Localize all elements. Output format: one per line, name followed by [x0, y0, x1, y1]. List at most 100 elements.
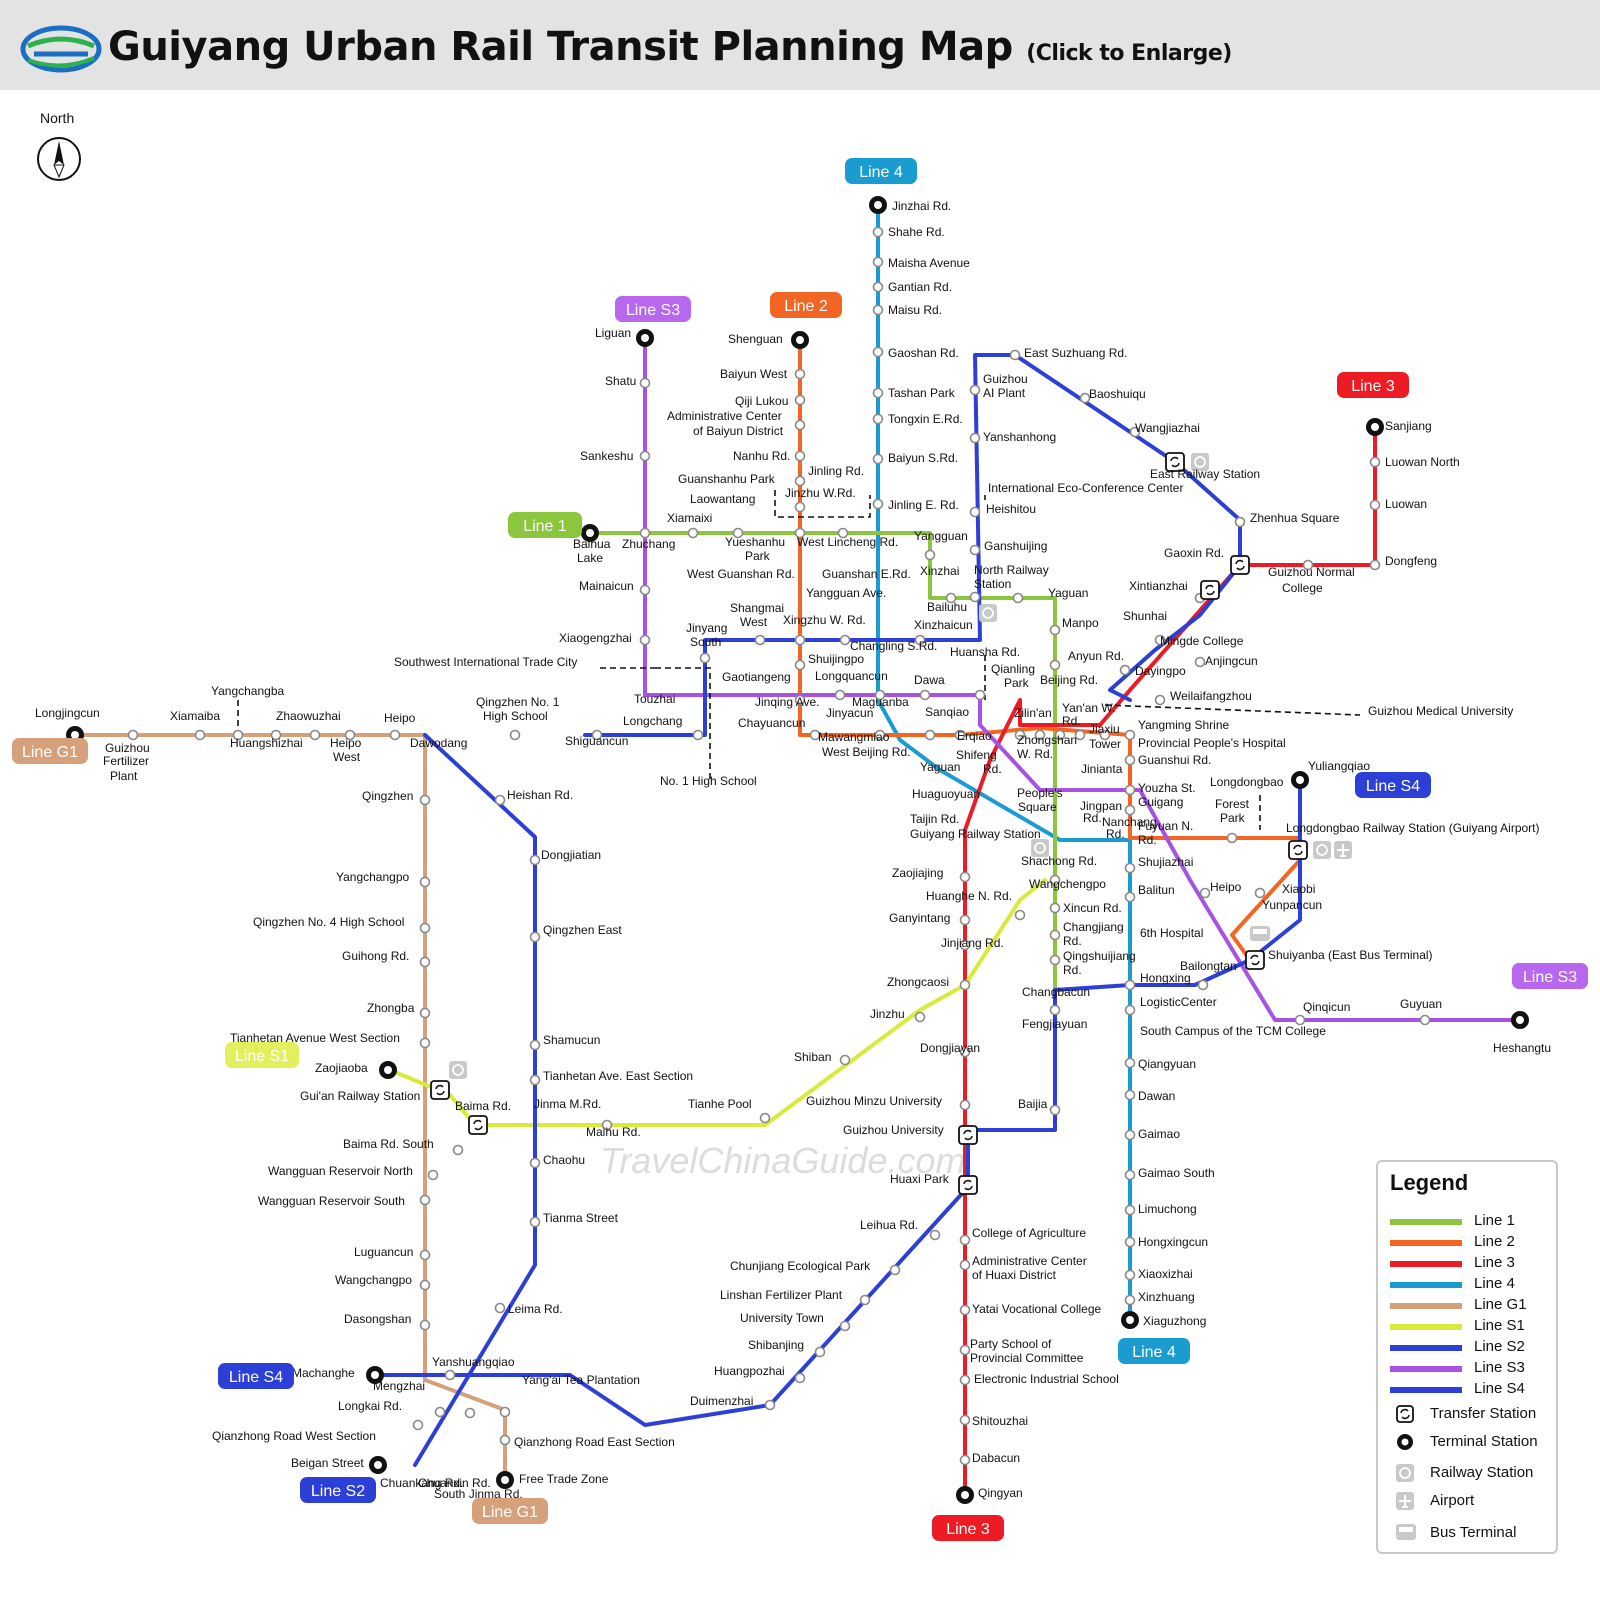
station-dot[interactable] — [814, 1346, 826, 1358]
station-label[interactable]: Gaotiangeng — [722, 670, 791, 684]
station-label[interactable]: Jingpan — [1080, 799, 1122, 813]
station-dot[interactable] — [794, 659, 806, 671]
station-dot[interactable] — [452, 1144, 464, 1156]
station-dot[interactable] — [872, 387, 884, 399]
station-dot[interactable] — [872, 346, 884, 358]
station-label[interactable]: Youzha St. — [1138, 781, 1196, 795]
station-dot[interactable] — [1124, 1236, 1136, 1248]
station-label[interactable]: Baima Rd. — [455, 1099, 511, 1113]
station-label[interactable]: Rd. — [1063, 963, 1082, 977]
station-dot[interactable] — [839, 1320, 851, 1332]
station-label[interactable]: Chaohu — [543, 1153, 585, 1167]
station-label[interactable]: Mainaicun — [579, 579, 634, 593]
station-label[interactable]: Huaxi Park — [890, 1172, 950, 1186]
station-label[interactable]: Yang'ai Tea Plantation — [522, 1373, 640, 1387]
station-label[interactable]: of Huaxi District — [972, 1268, 1057, 1282]
station-dot[interactable] — [969, 506, 981, 518]
transfer-station-icon[interactable] — [958, 1175, 978, 1195]
station-label[interactable]: Leihua Rd. — [860, 1218, 918, 1232]
transfer-station-icon[interactable] — [1288, 840, 1308, 860]
station-label[interactable]: Yangguan — [914, 529, 968, 543]
station-label[interactable]: Manpo — [1062, 616, 1099, 630]
station-dot[interactable] — [969, 432, 981, 444]
station-label[interactable]: Chuanxin Rd. — [418, 1476, 491, 1490]
station-label[interactable]: West Beijing Rd. — [822, 745, 910, 759]
station-dot[interactable] — [419, 876, 431, 888]
station-label[interactable]: Shahe Rd. — [888, 225, 945, 239]
station-label[interactable]: Rd. — [1083, 811, 1102, 825]
station-label[interactable]: Xinzhai — [920, 564, 959, 578]
terminal-station-icon[interactable] — [1366, 418, 1384, 436]
station-label[interactable]: Shuijingpo — [808, 652, 864, 666]
station-dot[interactable] — [839, 634, 851, 646]
station-dot[interactable] — [794, 634, 806, 646]
station-label[interactable]: Rd. — [1138, 833, 1157, 847]
station-label[interactable]: College of Agriculture — [972, 1226, 1086, 1240]
station-label[interactable]: Baihua — [573, 537, 611, 551]
station-label[interactable]: Baima Rd. South — [343, 1137, 434, 1151]
station-label[interactable]: Lake — [577, 551, 603, 565]
station-dot[interactable] — [1124, 754, 1136, 766]
station-dot[interactable] — [692, 729, 704, 741]
terminal-station-icon[interactable] — [496, 1471, 514, 1489]
station-label[interactable]: Huaguoyuan — [912, 787, 980, 801]
station-label[interactable]: Laowantang — [690, 492, 755, 506]
station-dot[interactable] — [529, 1074, 541, 1086]
station-label[interactable]: University Town — [740, 1311, 824, 1325]
station-dot[interactable] — [529, 1216, 541, 1228]
station-label[interactable]: Heipo — [1210, 880, 1242, 894]
terminal-station-icon[interactable] — [379, 1061, 397, 1079]
station-dot[interactable] — [1049, 659, 1061, 671]
station-label[interactable]: Gui'an Railway Station — [300, 1089, 420, 1103]
station-dot[interactable] — [1124, 729, 1136, 741]
station-label[interactable]: Electronic Industrial School — [974, 1372, 1119, 1386]
station-dot[interactable] — [529, 931, 541, 943]
station-dot[interactable] — [419, 1194, 431, 1206]
station-label[interactable]: Bailuhu — [927, 600, 967, 614]
station-dot[interactable] — [639, 450, 651, 462]
station-label[interactable]: Rd. — [983, 762, 1002, 776]
station-label[interactable]: Qingzhen — [362, 789, 413, 803]
line-badge[interactable]: Line 3 — [1337, 372, 1409, 398]
station-label[interactable]: Rd. — [1106, 827, 1125, 841]
station-dot[interactable] — [1009, 349, 1021, 361]
station-label[interactable]: Fuyuan N. — [1138, 819, 1193, 833]
station-label[interactable]: Zhongcaosi — [887, 975, 949, 989]
station-label[interactable]: Rd. — [1063, 934, 1082, 948]
line-badge[interactable]: Line 3 — [932, 1515, 1004, 1541]
station-label[interactable]: Anjingcun — [1205, 654, 1258, 668]
station-dot[interactable] — [1124, 1089, 1136, 1101]
station-label[interactable]: Wangchangpo — [335, 1273, 412, 1287]
station-dot[interactable] — [1079, 392, 1091, 404]
station-label[interactable]: No. 1 High School — [660, 774, 757, 788]
station-dot[interactable] — [344, 729, 356, 741]
terminal-station-icon[interactable] — [1291, 771, 1309, 789]
station-dot[interactable] — [834, 689, 846, 701]
station-dot[interactable] — [794, 694, 806, 706]
station-dot[interactable] — [127, 729, 139, 741]
station-label[interactable]: Mawangmiao — [818, 730, 890, 744]
terminal-station-icon[interactable] — [869, 196, 887, 214]
terminal-station-icon[interactable] — [636, 329, 654, 347]
station-label[interactable]: Qingshuijiang — [1063, 949, 1136, 963]
station-label[interactable]: Mingde College — [1160, 634, 1244, 648]
station-label[interactable]: Yanshuangqiao — [432, 1355, 515, 1369]
station-label[interactable]: Luguancun — [354, 1245, 413, 1259]
station-label[interactable]: Jinzhu — [870, 1007, 905, 1021]
station-label[interactable]: Heipo — [384, 711, 416, 725]
station-label[interactable]: Erqiao — [957, 729, 992, 743]
station-dot[interactable] — [1199, 887, 1211, 899]
station-label[interactable]: East Railway Station — [1150, 467, 1260, 481]
station-label[interactable]: Zhenhua Square — [1250, 511, 1340, 525]
station-label[interactable]: West Lincheng Rd. — [797, 535, 898, 549]
station-label[interactable]: Shujiazhai — [1138, 855, 1193, 869]
station-dot[interactable] — [1099, 729, 1111, 741]
station-dot[interactable] — [794, 394, 806, 406]
station-dot[interactable] — [389, 729, 401, 741]
terminal-station-icon[interactable] — [1511, 1011, 1529, 1029]
station-label[interactable]: Shiguancun — [565, 734, 628, 748]
station-dot[interactable] — [464, 1407, 476, 1419]
station-dot[interactable] — [1369, 499, 1381, 511]
station-dot[interactable] — [591, 729, 603, 741]
station-label[interactable]: Ganshuijing — [984, 539, 1047, 553]
